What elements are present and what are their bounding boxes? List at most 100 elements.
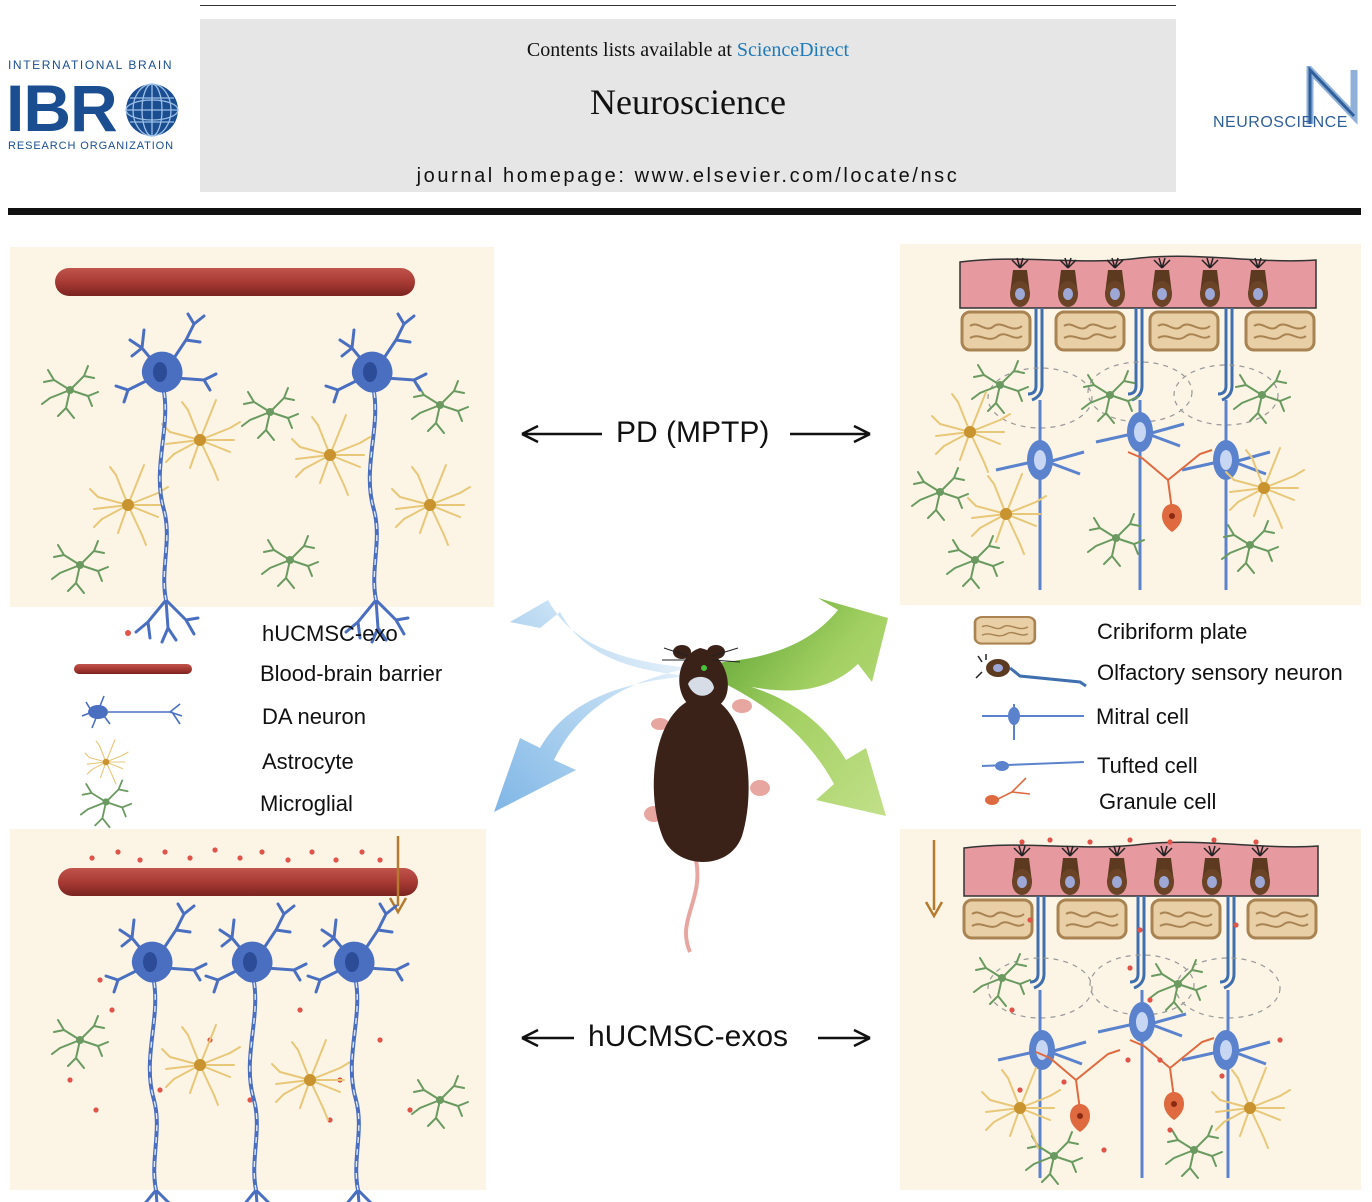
microglia-cell — [241, 387, 299, 441]
cribriform-plate — [1056, 898, 1128, 940]
osn-axon — [1218, 894, 1236, 990]
ibro-logo-letters: IBR — [6, 71, 118, 145]
exosome-dot-icon — [125, 630, 131, 636]
ibro-logo-line3: RESEARCH ORGANIZATION — [8, 140, 174, 152]
olfactory-sensory-neuron-icon — [975, 654, 1087, 688]
journal-title: Neuroscience — [590, 82, 786, 122]
journal-homepage[interactable]: journal homepage: www.elsevier.com/locat… — [416, 165, 960, 187]
pd-mptp-label: PD (MPTP) — [616, 416, 770, 449]
osn-axon — [1216, 306, 1234, 402]
mitral-cell — [1180, 438, 1272, 482]
granule-cell-icon — [985, 777, 1031, 805]
mitral-cell-icon — [982, 704, 1084, 740]
astrocyte-cell — [967, 473, 1047, 555]
panel-top-left-da-pd — [10, 247, 494, 607]
cribriform-plate — [1150, 898, 1222, 940]
right-arrow-icon — [790, 424, 871, 444]
right-arrow-icon — [818, 1028, 871, 1048]
tufted-cell — [1096, 1000, 1188, 1044]
mitral-cell — [996, 1028, 1088, 1072]
ibro-logo-line1: INTERNATIONAL BRAIN — [8, 58, 174, 72]
microglia-cell — [911, 467, 969, 521]
legend-right-item-tufted-cell: Tufted cell — [1097, 753, 1198, 778]
microglia-cell — [51, 1015, 109, 1069]
mitral-cell — [1180, 1028, 1272, 1072]
microglia-cell — [41, 365, 99, 419]
da-neuron-cell — [306, 902, 410, 1202]
down-arrow-icon — [388, 836, 408, 915]
legend-left-item-hucmsc-exo: hUCMSC-exo — [262, 621, 398, 646]
astrocyte-cell — [291, 414, 371, 496]
exosome-dots-bottom-left — [67, 847, 413, 1123]
left-arrow-icon — [521, 424, 602, 444]
legend-left-item-blood-brain-barrier: Blood-brain barrier — [260, 661, 443, 686]
astrocyte-cell — [161, 1024, 241, 1106]
olfactory-epithelium-bottom — [963, 841, 1319, 897]
legend-left-item-astrocyte: Astrocyte — [262, 749, 354, 774]
tufted-cell-icon — [981, 761, 1085, 771]
microglia-cell — [411, 1075, 469, 1129]
legend-left-item-da-neuron: DA neuron — [262, 704, 366, 729]
sciencedirect-link[interactable]: ScienceDirect — [736, 39, 850, 61]
legend-right-item-mitral-cell: Mitral cell — [1096, 704, 1189, 729]
cribriform-plate — [960, 310, 1032, 352]
contents-prefix: Contents lists available at — [526, 39, 737, 61]
da-neuron-icon — [81, 695, 183, 729]
astrocyte-cell — [981, 1067, 1061, 1149]
astrocyte-cell — [1211, 1067, 1291, 1149]
astrocyte-cell — [271, 1039, 351, 1121]
contents-line: Contents lists available at ScienceDirec… — [200, 39, 1176, 62]
left-arrow-icon — [521, 1028, 574, 1048]
osn-axon — [1126, 306, 1144, 402]
mitral-cell — [994, 438, 1086, 482]
legend-left-item-microglial: Microglial — [260, 791, 353, 816]
microglia-cell — [946, 535, 1004, 589]
blood-brain-barrier-vessel-top — [55, 268, 415, 296]
nasal-route-arrow-right — [700, 598, 888, 816]
cribriform-plate — [962, 898, 1034, 940]
astrocyte-cell — [161, 399, 241, 481]
top-rule — [200, 5, 1176, 6]
cribriform-plate — [1148, 310, 1220, 352]
blood-brain-barrier-icon — [74, 664, 192, 674]
cribriform-plate — [1246, 898, 1318, 940]
cribriform-plate — [1054, 310, 1126, 352]
journal-header: Contents lists available at ScienceDirec… — [200, 19, 1176, 192]
neuroscience-logo: NEUROSCIENCE — [1206, 66, 1366, 136]
da-neuron-cell — [114, 312, 218, 644]
microglia-cell — [1233, 370, 1291, 424]
astrocyte-cell — [391, 464, 471, 546]
microglia-cell — [1149, 959, 1207, 1013]
legend-right-item-granule-cell: Granule cell — [1099, 789, 1217, 814]
blood-brain-barrier-vessel-bottom — [58, 868, 418, 896]
microglia-cell — [973, 953, 1031, 1007]
microglia-cell — [261, 535, 319, 589]
nasal-route-arrow-left — [494, 600, 690, 812]
exosome-dots-bottom-right — [1009, 837, 1283, 1153]
microglia-cell — [1221, 520, 1279, 574]
da-neuron-cell — [104, 902, 208, 1202]
mouse-illustration — [644, 645, 770, 953]
n-logo-icon — [1306, 66, 1358, 125]
down-arrow-icon — [924, 840, 944, 919]
astrocyte-cell — [931, 391, 1011, 473]
header-bottom-rule — [8, 208, 1361, 215]
ibro-logo: INTERNATIONAL BRAIN IBR RESEARCH ORGANIZ… — [6, 56, 186, 160]
hucmsc-exos-label: hUCMSC-exos — [588, 1020, 789, 1053]
neuroscience-logo-word: NEUROSCIENCE — [1213, 114, 1348, 131]
da-neuron-cell — [204, 902, 308, 1202]
microglia-cell — [51, 540, 109, 594]
cribriform-plate-icon — [973, 615, 1037, 645]
cribriform-plate — [1244, 310, 1316, 352]
globe-icon — [125, 83, 179, 137]
legend-right-item-olfactory-sensory-neuron: Olfactory sensory neuron — [1097, 660, 1343, 685]
microglia-icon — [79, 779, 133, 829]
microglia-cell — [1081, 370, 1139, 424]
legend-right-item-cribriform-plate: Cribriform plate — [1097, 619, 1248, 644]
astrocyte-cell — [89, 464, 169, 546]
osn-axon — [1128, 894, 1146, 990]
microglia-cell — [1165, 1125, 1223, 1179]
microglia-cell — [1087, 513, 1145, 567]
astrocyte-icon — [84, 739, 129, 785]
